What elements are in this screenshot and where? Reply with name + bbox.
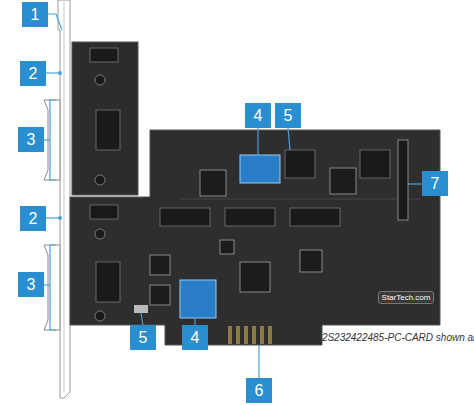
ic-chip	[150, 285, 170, 305]
bracket-fold	[64, 2, 65, 392]
callout-number: 4	[245, 103, 271, 128]
mount-hole	[95, 175, 105, 185]
callout-number: 5	[275, 103, 301, 128]
leader-dot	[58, 71, 62, 75]
leader-line	[46, 72, 60, 73]
brand-logo: StarTech.com	[378, 291, 434, 304]
callout-number: 6	[246, 378, 272, 403]
note-text: *2S232422485-PC-CARD shown above	[318, 332, 474, 346]
callout-number: 3	[18, 272, 44, 297]
leader-lines	[44, 14, 422, 378]
finger	[260, 326, 264, 344]
leader-line	[194, 318, 195, 325]
pin-header	[90, 48, 118, 62]
header-connector	[398, 140, 408, 220]
mounting-bracket	[58, 0, 70, 398]
leader-line	[408, 183, 422, 184]
callout-number: 2	[20, 206, 46, 231]
leader-line	[44, 139, 50, 140]
callout-number: 1	[22, 2, 48, 27]
pin-header	[96, 110, 120, 150]
leader-line	[257, 128, 258, 155]
leader-dot	[58, 216, 62, 220]
callout-number: 2	[20, 61, 46, 86]
finger	[252, 326, 256, 344]
db9-connector	[44, 245, 60, 330]
leader-line	[258, 345, 259, 378]
pin-header	[225, 208, 275, 226]
main-board	[70, 130, 440, 345]
leader-line	[46, 217, 60, 218]
db9-connector	[44, 100, 60, 180]
mount-hole	[95, 75, 105, 85]
leader-line	[141, 313, 143, 325]
ic-chip	[330, 168, 356, 194]
finger	[244, 326, 248, 344]
bracket-line	[50, 245, 56, 330]
mount-hole	[95, 229, 105, 239]
pin-header	[160, 208, 210, 226]
pin-header	[90, 205, 118, 219]
board-trace	[180, 198, 420, 200]
power-header	[285, 150, 315, 178]
callout-number: 4	[182, 325, 208, 350]
leader-line	[44, 284, 50, 285]
finger	[228, 326, 232, 344]
ic-chip	[200, 170, 226, 196]
pin-header	[290, 208, 340, 226]
ic-chip	[220, 240, 234, 254]
pcie-fingers	[228, 326, 272, 344]
leader-line	[288, 128, 290, 150]
power-header	[360, 150, 390, 178]
daughter-board	[72, 42, 138, 195]
callout-number: 7	[422, 171, 448, 196]
mount-hole	[95, 311, 105, 321]
ic-chip	[150, 255, 170, 275]
bracket-line	[50, 100, 56, 180]
finger	[236, 326, 240, 344]
leader-line	[48, 14, 62, 30]
jumper-block	[240, 155, 280, 183]
power-jumper	[134, 305, 148, 313]
jumper-block	[180, 280, 216, 318]
ic-chip	[300, 250, 322, 272]
callout-number: 5	[130, 325, 156, 350]
ic-chip	[240, 262, 270, 292]
callout-number: 3	[18, 127, 44, 152]
finger	[268, 326, 272, 344]
pin-header	[96, 262, 120, 302]
